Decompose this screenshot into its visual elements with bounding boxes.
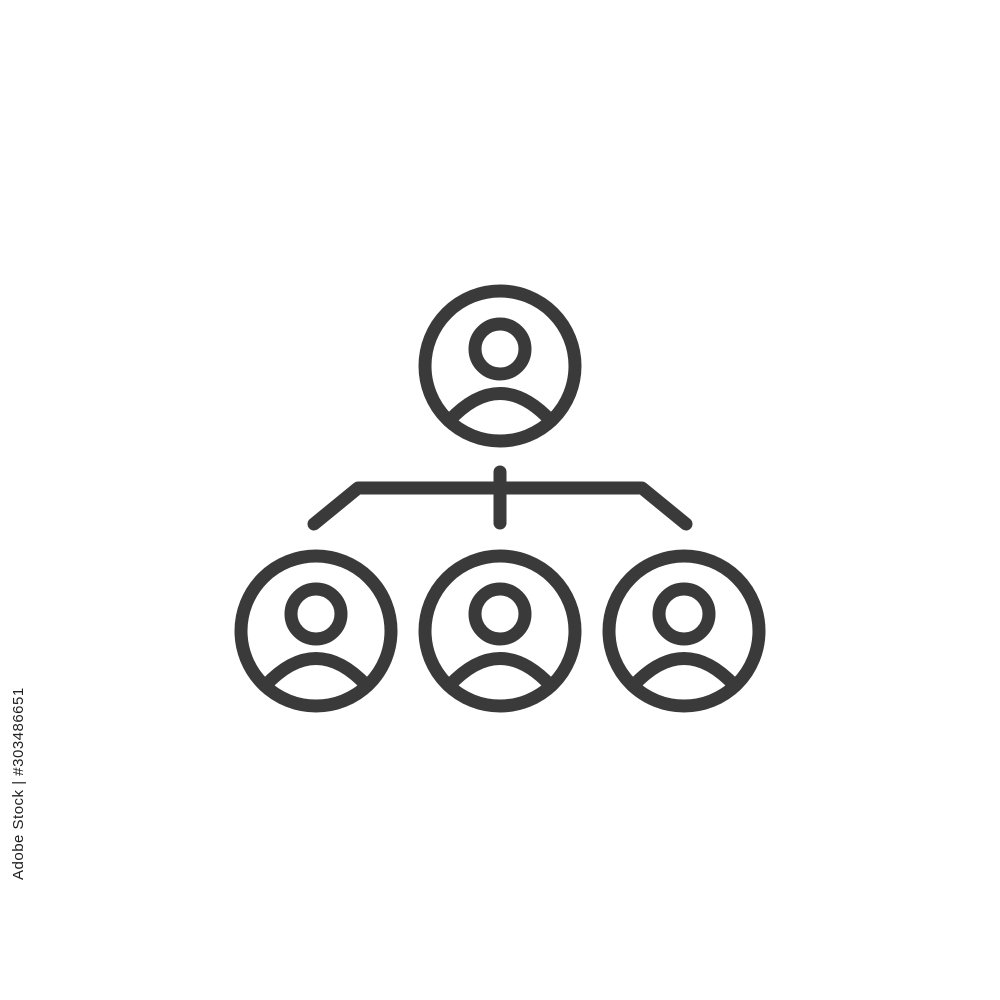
bottom-center-node-shoulders	[442, 652, 558, 693]
bottom-left-node-shoulders	[258, 652, 374, 693]
bottom-center-node-circle	[418, 549, 582, 713]
bottom-right-node-head	[652, 582, 716, 646]
bottom-left-node-head	[284, 582, 348, 646]
connector-branch	[307, 481, 693, 531]
top-node-head	[468, 317, 532, 381]
bottom-right-node-circle	[602, 549, 766, 713]
bottom-right-person-node	[602, 549, 766, 713]
top-person-node	[418, 284, 582, 448]
bottom-right-node-shoulders	[626, 652, 742, 693]
bottom-center-person-node	[418, 549, 582, 713]
top-node-circle	[418, 284, 582, 448]
bottom-left-node-circle	[234, 549, 398, 713]
hierarchy-connector	[307, 465, 693, 531]
top-node-shoulders	[442, 387, 558, 428]
bottom-left-person-node	[234, 549, 398, 713]
stock-id-text: Adobe Stock | #303486651	[10, 687, 27, 880]
bottom-center-node-head	[468, 582, 532, 646]
